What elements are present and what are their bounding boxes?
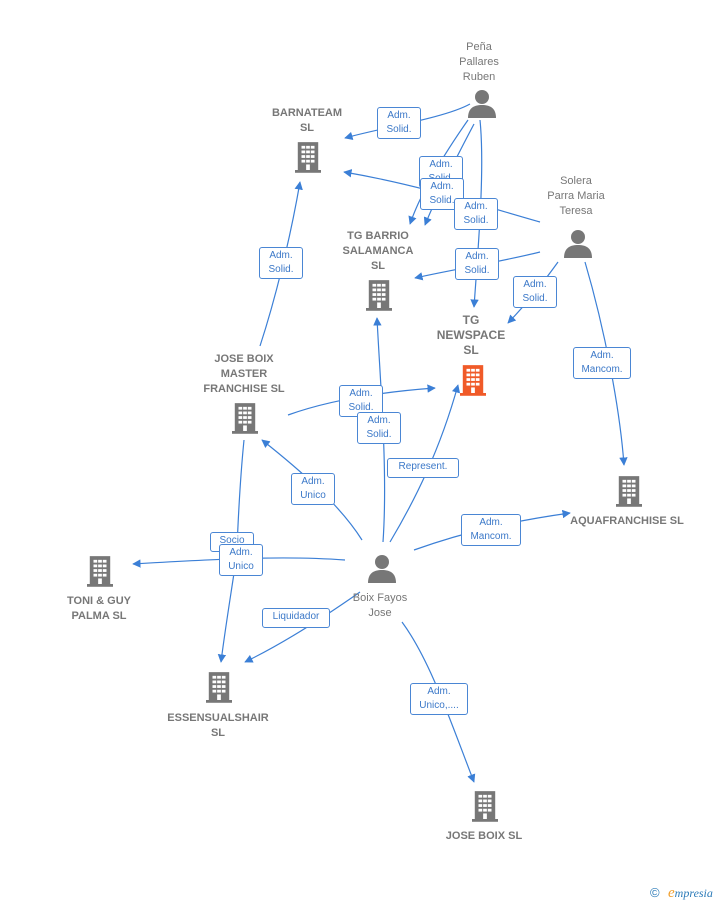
- edge-label[interactable]: Adm. Unico: [219, 544, 263, 576]
- brand-name: mpresia: [674, 886, 713, 900]
- building-icon[interactable]: [232, 403, 258, 434]
- node-label-solera[interactable]: Solera Parra Maria Teresa: [547, 175, 605, 217]
- edge-label[interactable]: Represent.: [387, 458, 459, 478]
- building-icon[interactable]: [460, 365, 486, 396]
- node-label-barnateam[interactable]: BARNATEAM SL: [271, 107, 343, 134]
- edge-label[interactable]: Liquidador: [262, 608, 330, 628]
- edge-label[interactable]: Adm. Solid.: [339, 385, 383, 417]
- building-icon[interactable]: [295, 142, 321, 173]
- edge-label[interactable]: Adm. Mancom.: [573, 347, 631, 379]
- brand-initial: e: [668, 885, 675, 901]
- node-label-boix[interactable]: Boix Fayos Jose: [352, 592, 408, 619]
- edge-label[interactable]: Adm. Solid.: [357, 412, 401, 444]
- node-label-tgnewspace[interactable]: TG NEWSPACE SL: [436, 313, 506, 357]
- building-icon[interactable]: [616, 476, 642, 507]
- edge-label[interactable]: Adm. Solid.: [513, 276, 557, 308]
- edge-label[interactable]: Adm. Solid.: [259, 247, 303, 279]
- node-label-toniguy[interactable]: TONI & GUY PALMA SL: [67, 595, 131, 622]
- node-label-joseboixmaster[interactable]: JOSE BOIX MASTER FRANCHISE SL: [203, 353, 285, 395]
- edge-label[interactable]: Adm. Solid.: [455, 248, 499, 280]
- building-icon[interactable]: [472, 791, 498, 822]
- edge-label[interactable]: Adm. Solid.: [454, 198, 498, 230]
- copyright-icon: ©: [650, 885, 660, 900]
- node-label-pena[interactable]: Peña Pallares Ruben: [459, 41, 499, 83]
- person-icon[interactable]: [468, 90, 496, 118]
- edge-label[interactable]: Adm. Unico,....: [410, 683, 468, 715]
- node-label-joseboixsl[interactable]: JOSE BOIX SL: [445, 830, 523, 842]
- node-label-tgbarrio[interactable]: TG BARRIO SALAMANCA SL: [342, 230, 414, 272]
- person-icon[interactable]: [564, 230, 592, 258]
- node-label-essensual[interactable]: ESSENSUALSHAIR SL: [167, 712, 269, 739]
- building-icon[interactable]: [87, 556, 113, 587]
- brand-logo[interactable]: empresia: [668, 885, 713, 902]
- edge-label[interactable]: Adm. Solid.: [420, 178, 464, 210]
- person-icon[interactable]: [368, 555, 396, 583]
- edge-label[interactable]: Adm. Mancom.: [461, 514, 521, 546]
- building-icon[interactable]: [366, 280, 392, 311]
- edge-boix-to-essensual: [244, 591, 361, 663]
- edge-label[interactable]: Adm. Unico: [291, 473, 335, 505]
- edge-label[interactable]: Adm. Solid.: [377, 107, 421, 139]
- node-label-aquafranchise[interactable]: AQUAFRANCHISE SL: [570, 515, 684, 527]
- building-icon[interactable]: [206, 672, 232, 703]
